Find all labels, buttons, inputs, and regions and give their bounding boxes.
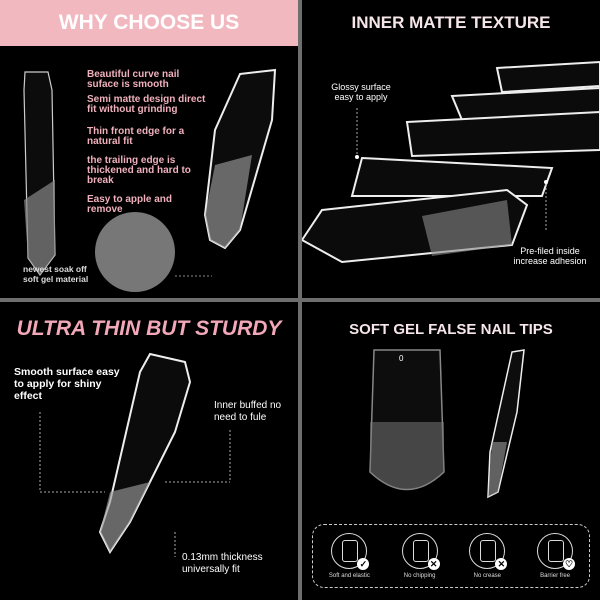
nail-tip-image bbox=[369, 349, 525, 499]
nail-heart-icon: ♡ bbox=[537, 533, 576, 570]
nail-side-image bbox=[23, 68, 277, 292]
prefiled-label: Pre-filed inside increase adhesion bbox=[513, 246, 587, 266]
feature-text: Easy to apple and remove bbox=[87, 194, 173, 215]
icon-caption: No crease bbox=[473, 573, 502, 579]
feature-text: the trailing edge is thickened and hard … bbox=[87, 155, 191, 186]
panel-title: WHY CHOOSE US bbox=[0, 0, 298, 46]
panel-title: ULTRA THIN BUT STURDY bbox=[16, 317, 282, 340]
feature-no-chipping: ✕ No chipping bbox=[401, 533, 440, 579]
feature-soft-elastic: ✓ Soft and elastic bbox=[329, 533, 370, 579]
feature-text: Beautiful curve nail suface is smooth bbox=[87, 69, 180, 90]
why-choose-us-panel: WHY CHOOSE US Beautiful curve nail sufac… bbox=[0, 0, 298, 298]
nail-stack-image bbox=[302, 60, 600, 264]
icon-caption: No chipping bbox=[403, 573, 436, 579]
nail-profile-image bbox=[39, 352, 231, 557]
nail-check-icon: ✓ bbox=[331, 533, 370, 570]
feature-no-crease: ✕ No crease bbox=[469, 533, 508, 579]
feature-icons-row: ✓ Soft and elastic ✕ No chipping ✕ No creas… bbox=[312, 524, 590, 588]
material-label: newest soak off soft gel material bbox=[23, 264, 89, 284]
smooth-label: Smooth surface easy to apply for shiny e… bbox=[14, 366, 120, 402]
feature-barrier-free: ♡ Barrier free bbox=[537, 533, 576, 579]
ultra-thin-panel: ULTRA THIN BUT STURDY Smooth surface eas… bbox=[0, 302, 298, 600]
nail-x-icon: ✕ bbox=[469, 533, 508, 570]
inner-matte-texture-panel: INNER MATTE TEXTURE Glossy surface easy … bbox=[302, 0, 600, 298]
soft-gel-panel: SOFT GEL FALSE NAIL TIPS 0 ✓ Soft and ela… bbox=[302, 302, 600, 600]
feature-text: Thin front edge for a natural fit bbox=[87, 126, 185, 147]
feature-text: Semi matte design direct fit without gri… bbox=[87, 94, 206, 115]
glossy-label: Glossy surface easy to apply bbox=[331, 82, 391, 102]
panel-title: SOFT GEL FALSE NAIL TIPS bbox=[349, 320, 553, 338]
nail-x-icon: ✕ bbox=[401, 533, 440, 570]
panel-title: INNER MATTE TEXTURE bbox=[351, 13, 551, 32]
icon-caption: Soft and elastic bbox=[328, 573, 370, 579]
inner-label: Inner buffed no need to fule bbox=[214, 400, 282, 423]
icon-caption: Barrier free bbox=[540, 573, 571, 579]
thickness-label: 0.13mm thickness universally fit bbox=[182, 552, 263, 575]
size-mark: 0 bbox=[399, 354, 404, 363]
